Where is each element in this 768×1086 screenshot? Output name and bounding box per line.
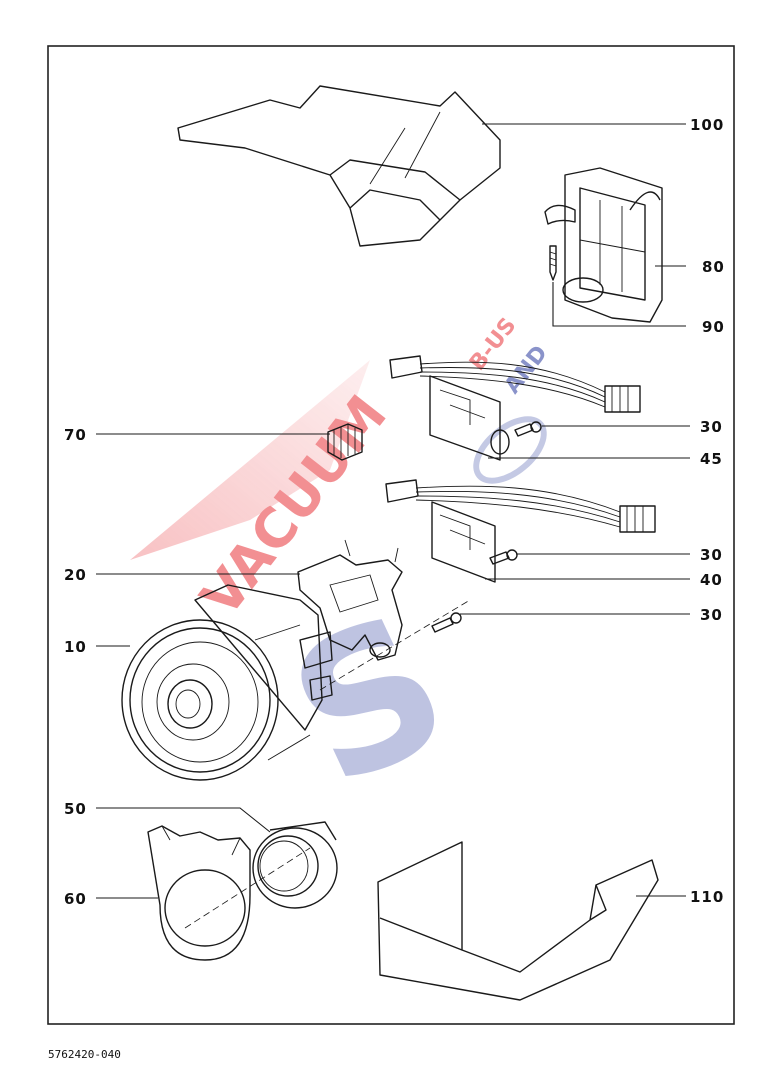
callout-45: 45 xyxy=(700,450,723,468)
callout-10: 10 xyxy=(64,638,87,656)
part-40-circuit-board xyxy=(385,479,656,583)
drawing-frame xyxy=(47,45,735,1025)
part-80-holder-frame xyxy=(544,167,663,323)
watermark-red-wedge xyxy=(130,360,370,560)
part-30-screw-middle xyxy=(489,549,518,565)
watermark-logo-letter: S xyxy=(261,571,478,829)
part-70-block xyxy=(327,423,363,461)
leader-lines xyxy=(96,123,690,899)
watermark: VACUUM B-US AND S xyxy=(130,313,553,830)
assembly-axis-upper xyxy=(319,599,471,691)
watermark-text-and: AND xyxy=(500,341,553,399)
leader-50 xyxy=(96,807,271,833)
watermark-blue-ring xyxy=(473,416,547,484)
part-100-cover-plate xyxy=(177,85,501,247)
callout-60: 60 xyxy=(64,890,87,908)
part-50-ring xyxy=(252,821,338,909)
callout-30-lower: 30 xyxy=(700,606,723,624)
callout-70: 70 xyxy=(64,426,87,444)
callout-50: 50 xyxy=(64,800,87,818)
assembly-axis-lower xyxy=(184,847,311,929)
callout-80: 80 xyxy=(702,258,725,276)
callout-30-upper: 30 xyxy=(700,418,723,436)
callout-110: 110 xyxy=(690,888,724,906)
callout-20: 20 xyxy=(64,566,87,584)
callout-90: 90 xyxy=(702,318,725,336)
part-110-tray xyxy=(377,841,659,1001)
part-30-screw-upper xyxy=(514,421,542,437)
callout-100: 100 xyxy=(690,116,724,134)
part-20-bracket xyxy=(297,539,403,661)
part-30-screw-lower xyxy=(431,612,462,633)
part-90-screw xyxy=(549,245,557,281)
drawing-reference-number: 5762420-040 xyxy=(48,1048,121,1061)
part-10-motor xyxy=(121,584,333,781)
leader-90 xyxy=(552,282,686,327)
part-45-circuit-board xyxy=(389,355,641,461)
callout-30-middle: 30 xyxy=(700,546,723,564)
part-60-shield xyxy=(147,825,251,961)
callout-40: 40 xyxy=(700,571,723,589)
callout-labels: 100 80 90 70 30 45 20 30 40 30 10 50 60 … xyxy=(64,116,725,908)
